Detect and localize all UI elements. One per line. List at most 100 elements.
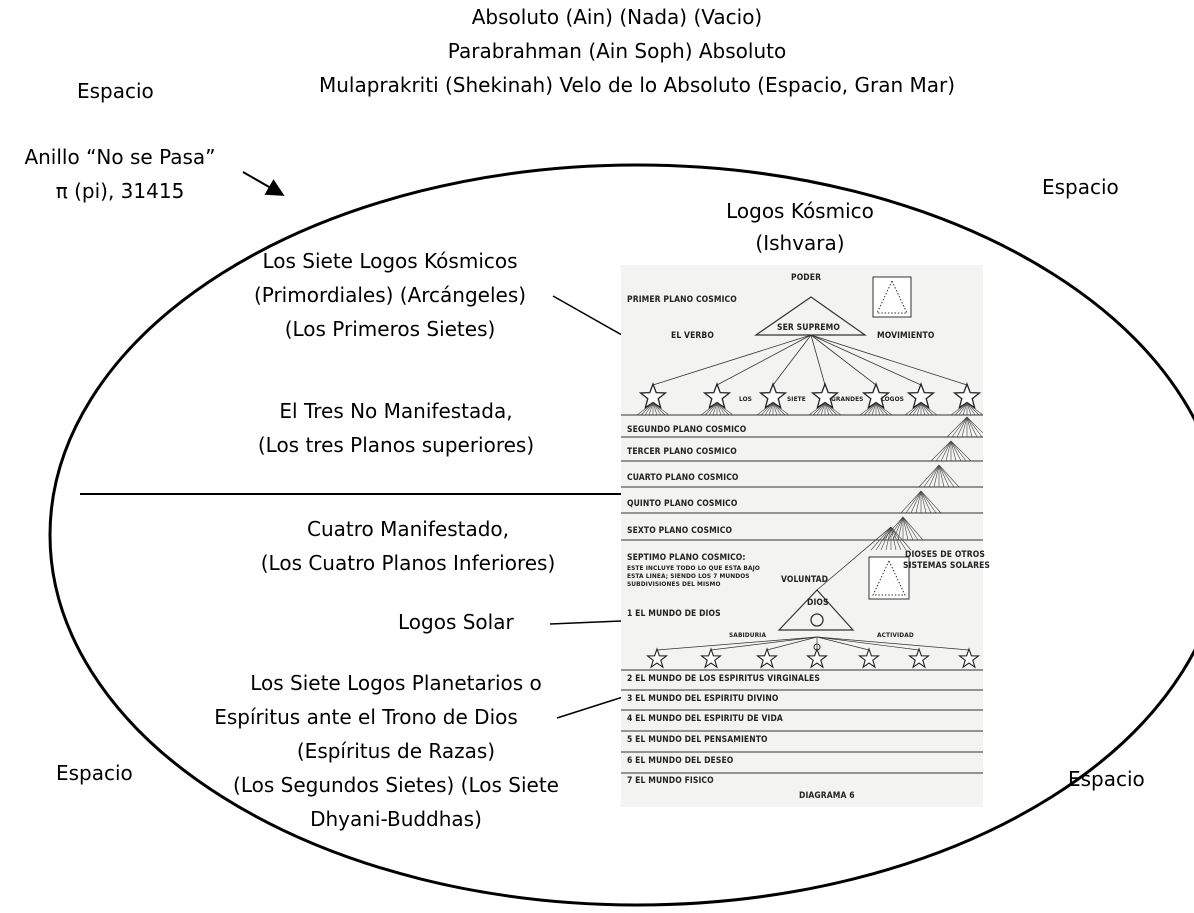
plane-fan-ray <box>950 440 957 462</box>
star-ray <box>916 402 922 416</box>
ring-label-line2: π (pi), 31415 <box>55 179 185 203</box>
inner-dioses-otros: DIOSES DE OTROS <box>905 550 985 560</box>
star-ray <box>716 402 730 416</box>
fan-line-top-5 <box>810 334 877 386</box>
star-ray <box>704 402 718 416</box>
logos-kosmico-label: Logos Kósmico <box>726 199 874 223</box>
bottom-fan-lines <box>656 636 970 651</box>
star-ray <box>863 402 877 416</box>
title-absoluto: Absoluto (Ain) (Nada) (Vacio) <box>471 5 763 29</box>
fan-line-top-4 <box>810 334 826 386</box>
ring-arrow <box>242 171 285 196</box>
star-ray <box>871 402 877 416</box>
plane-fan-ray <box>950 440 962 462</box>
planetary-logos-star-7 <box>957 647 981 669</box>
top-pyramid-triangle <box>876 279 908 314</box>
tres-no-manifestada-line1: El Tres No Manifestada, <box>279 399 513 423</box>
star-ray <box>954 402 968 416</box>
plane-fan-ray <box>920 490 937 514</box>
star-ray <box>920 402 930 416</box>
inner-septimo-plano: SEPTIMO PLANO COSMICO: <box>627 553 746 563</box>
great-logos-star-2 <box>702 382 732 409</box>
plane-fan-ray <box>920 490 942 514</box>
star-ray <box>652 402 662 416</box>
star-ray <box>920 402 938 416</box>
fan-line-bottom-6 <box>816 636 920 651</box>
cuatro-manifestado-line2: (Los Cuatro Planos Inferiores) <box>260 551 556 575</box>
plane-fan-ray <box>902 516 924 541</box>
plane-fan-ray <box>910 490 922 514</box>
inner-logos: LOGOS <box>881 395 904 403</box>
plane-fan-ray <box>966 416 983 438</box>
fan-line-bottom-5 <box>816 636 870 651</box>
plane-fan-ray <box>950 440 967 462</box>
star-ray <box>875 402 893 416</box>
plane-fan-ray <box>890 526 902 551</box>
star-ray <box>700 402 718 416</box>
plane-fan-ray <box>945 440 952 462</box>
plane-fan-ray <box>920 490 932 514</box>
star-ray <box>875 402 885 416</box>
plane-fan-ray <box>918 464 940 488</box>
star-ray <box>648 402 654 416</box>
plane-fan-ray <box>902 516 919 541</box>
espacio-label-bottom-right: Espacio <box>1068 767 1145 791</box>
star-ray <box>859 402 877 416</box>
diagrama-6-drawing <box>621 276 983 774</box>
inner-diagrama-6: DIAGRAMA 6 <box>799 791 855 801</box>
plane-fan-ray <box>940 440 952 462</box>
inner-grandes: GRANDES <box>831 395 864 403</box>
siete-logos-line3: (Los Primeros Sietes) <box>284 317 496 341</box>
planetarios-line3: (Espíritus de Razas) <box>296 739 496 763</box>
star-ray <box>904 402 922 416</box>
inner-siete: SIETE <box>787 395 806 403</box>
plane-fan-ray <box>938 464 945 488</box>
star-ray <box>716 402 726 416</box>
logos-solar-circle <box>810 613 824 627</box>
plane-fan-ray <box>935 440 952 462</box>
great-logos-star-7 <box>952 382 982 409</box>
inner-primer-plano: PRIMER PLANO COSMICO <box>627 295 737 305</box>
planetarios-line4: (Los Segundos Sietes) (Los Siete <box>233 773 559 797</box>
star-ray <box>875 402 889 416</box>
inner-cuarto-plano: CUARTO PLANO COSMICO <box>627 473 739 483</box>
seven-great-logos-stars <box>636 382 983 416</box>
star-ray <box>950 402 968 416</box>
inner-sistemas-solares: SISTEMAS SOLARES <box>903 561 991 571</box>
plane-fan-ray <box>920 490 927 514</box>
top-pyramid-box <box>872 276 912 318</box>
star-ray <box>812 402 826 416</box>
planetarios-line2: Espíritus ante el Trono de Dios <box>214 705 518 729</box>
planetary-logos-star-4 <box>805 647 829 669</box>
plane-fan-ray <box>890 526 907 551</box>
plane-fan-ray <box>905 490 922 514</box>
planetarios-line5: Dhyani-Buddhas) <box>310 807 482 831</box>
star-ray <box>966 402 983 416</box>
plane-fan-ray <box>875 526 892 551</box>
star-ray <box>636 402 654 416</box>
inner-mundo-4: 4 EL MUNDO DEL ESPIRITU DE VIDA <box>627 714 783 724</box>
inner-septimo-desc-3: SUBDIVISIONES DEL MISMO <box>627 580 721 588</box>
bottom-pyramid-triangle <box>872 559 906 596</box>
star-ray <box>644 402 654 416</box>
plane-fan-ray <box>966 416 978 438</box>
star-ray <box>708 402 718 416</box>
inner-dios: DIOS <box>807 598 829 608</box>
plane-fan-ray <box>890 526 912 551</box>
inner-mundo-1: 1 EL MUNDO DE DIOS <box>627 609 721 619</box>
star-ray <box>772 402 786 416</box>
star-ray <box>824 402 830 416</box>
star-ray <box>756 402 774 416</box>
seven-planetary-logos-stars <box>645 647 981 669</box>
star-ray <box>816 402 826 416</box>
star-ray <box>652 402 666 416</box>
ring-no-se-pasa-ellipse <box>48 163 1194 907</box>
star-ray <box>824 402 838 416</box>
great-logos-star-5 <box>861 382 891 409</box>
great-logos-star-6 <box>906 382 936 409</box>
star-ray <box>962 402 968 416</box>
inner-mundo-5: 5 EL MUNDO DEL PENSAMIENTO <box>627 735 768 745</box>
star-ray <box>760 402 774 416</box>
ring-label-line1: Anillo “No se Pasa” <box>24 145 216 169</box>
